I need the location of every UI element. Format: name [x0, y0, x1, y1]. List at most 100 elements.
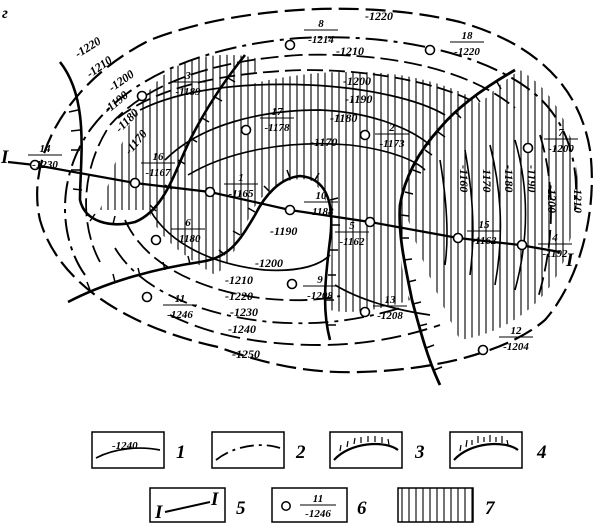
well-8-id: 8: [318, 18, 324, 30]
contour-label-1210-a: -1210: [225, 273, 253, 287]
well-14-id: 14: [40, 143, 52, 155]
faults: [58, 54, 516, 386]
well-13-value: -1208: [377, 310, 403, 322]
legend-item-7: 7: [397, 487, 496, 523]
contour-11: [169, 314, 441, 346]
well-2-id: 2: [388, 122, 395, 134]
well-17-value: -1178: [264, 122, 290, 134]
well-labels: 1 -1165 2 -1173 3 -1189 4 -1192 5 -1162 …: [28, 18, 578, 353]
well-18-value: -1220: [454, 46, 480, 58]
legend-6-sample-value: -1246: [305, 508, 331, 520]
legend-7-number: 7: [485, 498, 496, 519]
profile-label-east: I: [565, 250, 574, 271]
legend-item-6: 11 -1246 6: [271, 487, 367, 523]
well-6-marker: [150, 234, 162, 246]
well-15-id: 15: [479, 219, 491, 231]
figure-letter: г: [2, 5, 8, 22]
fault-hachures: [68, 77, 502, 371]
contour-3: [85, 53, 516, 263]
contour-label-1220-b: -1220: [365, 9, 393, 23]
well-10-id: 10: [316, 190, 328, 202]
wells: [29, 39, 534, 356]
legend-item-3: 3: [329, 431, 425, 469]
legend-item-5: I I 5: [149, 487, 246, 523]
contour-outer: [36, 7, 593, 374]
profile-end-labels: I I: [0, 147, 574, 271]
profile-label-west: I: [0, 147, 9, 168]
well-9-id: 9: [317, 274, 323, 286]
legend-6-sample-id: 11: [313, 493, 323, 505]
well-3-value: -1189: [175, 86, 201, 98]
legend-5-end-label: I: [210, 489, 219, 510]
well-2-marker: [359, 129, 371, 141]
contour-label-1180-d: -1180: [502, 165, 516, 192]
well-16-id: 16: [153, 151, 165, 163]
legend-item-1: -1240 1: [91, 431, 186, 469]
legend-1-number: 1: [176, 442, 186, 463]
contour-label-1180-a: -1180: [330, 111, 357, 125]
well-6-value: -1180: [175, 233, 201, 245]
well-15-marker: [452, 232, 464, 244]
well-7-id: 7: [558, 127, 564, 139]
contour-label-1200-d: -1200: [545, 185, 559, 213]
contour-13: [439, 159, 448, 266]
legend-item-4: 4: [449, 431, 547, 469]
contour-label-1160-d: -1160: [457, 165, 471, 192]
contour-label-1190-d: -1190: [525, 165, 539, 192]
well-10-value: -1188: [308, 206, 334, 218]
well-18-marker: [424, 44, 436, 56]
well-8-marker: [284, 39, 296, 51]
well-14-value: -1230: [32, 159, 58, 171]
contour-10: [114, 247, 401, 325]
fault-east: [398, 68, 516, 386]
well-1-value: -1165: [228, 188, 254, 200]
well-3-marker: [136, 90, 148, 102]
fault-southwest: [67, 174, 333, 341]
contour-label-1190-b: -1190: [345, 92, 372, 106]
well-9-value: -1208: [307, 290, 333, 302]
well-4-value: -1192: [542, 248, 568, 260]
contour-label-1170-d: -1170: [480, 165, 494, 192]
contour-6: [164, 109, 431, 161]
contour-16: [514, 139, 527, 291]
contour-label-1170-a: -1170: [310, 135, 337, 149]
well-18-id: 18: [462, 30, 474, 42]
well-5-value: -1162: [339, 236, 365, 248]
well-4-marker: [516, 239, 528, 251]
well-12-id: 12: [511, 325, 523, 337]
contour-lines: [36, 7, 593, 374]
contour-label-1190-a: -1190: [270, 224, 297, 238]
legend: -1240 1 2 3 4 I I 5: [91, 431, 547, 523]
contour-label-1250-a: -1250: [232, 347, 260, 361]
legend-5-start-label: I: [154, 502, 163, 523]
legend-3-number: 3: [414, 442, 425, 463]
contour-label-1210-d: -1210: [571, 185, 585, 213]
well-6-id: 6: [185, 217, 191, 229]
well-7-value: -1200: [548, 143, 574, 155]
well-13-id: 13: [385, 294, 397, 306]
contour-8: [149, 209, 331, 272]
contour-15: [489, 144, 502, 286]
fault-northwest: [58, 54, 247, 226]
well-9-marker: [286, 278, 298, 290]
contour-label-1210-c: -1210: [84, 53, 115, 81]
well-7-marker: [522, 142, 534, 154]
legend-6-number: 6: [357, 498, 367, 519]
contour-2: [64, 36, 578, 276]
well-14-marker: [29, 159, 41, 171]
well-11-value: -1246: [167, 309, 193, 321]
legend-2-number: 2: [295, 442, 306, 463]
well-12-marker: [477, 344, 489, 356]
well-4-id: 4: [551, 232, 558, 244]
contour-label-1230-a: -1230: [230, 305, 258, 319]
contour-4: [117, 69, 471, 119]
contour-label-1240-a: -1240: [228, 322, 256, 336]
contour-label-1200-b: -1200: [343, 74, 371, 88]
legend-5-number: 5: [236, 498, 246, 519]
contour-14: [464, 149, 474, 276]
well-8-value: -1214: [308, 34, 334, 46]
well-16-marker: [129, 177, 141, 189]
contour-7: [187, 142, 426, 176]
well-3-id: 3: [184, 70, 191, 82]
well-13-marker: [359, 306, 371, 318]
